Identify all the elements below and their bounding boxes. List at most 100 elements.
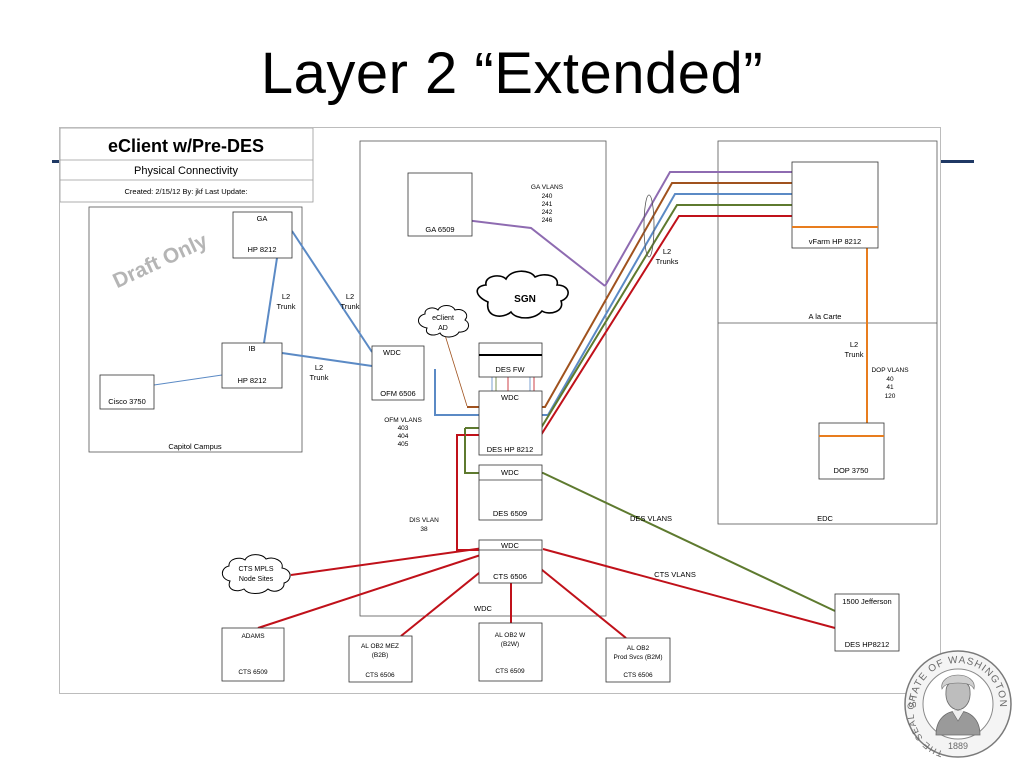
wdc-trunk-lower-label-2: Trunk <box>310 373 329 382</box>
title-block-subtitle: Physical Connectivity <box>134 165 238 177</box>
edc-trunk-label-2: Trunk <box>845 350 864 359</box>
link-ofm-deshp <box>434 369 479 416</box>
des-vlans-label: DES VLANS <box>630 514 672 523</box>
washington-state-seal: STATE OF WASHINGTON THE SEAL OF 1889 <box>904 650 1012 759</box>
ofm-vlans-title: OFM VLANS <box>384 417 422 424</box>
link-eclient-ad <box>444 334 468 407</box>
capitol-trunk-label: L2 <box>282 292 290 301</box>
svg-text:DES 6509: DES 6509 <box>493 509 527 518</box>
svg-text:eClient: eClient <box>432 315 454 322</box>
cisco-3750-switch: Cisco 3750 <box>99 374 155 410</box>
svg-text:AL OB2 W: AL OB2 W <box>495 632 526 639</box>
svg-text:HP 8212: HP 8212 <box>237 376 266 385</box>
edc-label: EDC <box>817 514 833 523</box>
svg-text:OFM 6506: OFM 6506 <box>380 389 415 398</box>
svg-text:CTS 6506: CTS 6506 <box>365 672 395 679</box>
svg-text:ADAMS: ADAMS <box>241 633 265 640</box>
wdc-trunk-upper-label-2: Trunk <box>341 302 360 311</box>
title-block-title: eClient w/Pre-DES <box>108 136 264 156</box>
link-cts-mpls <box>290 544 506 576</box>
wdc-trunk-upper-label: L2 <box>346 292 354 301</box>
link-cisco-ib <box>153 374 223 386</box>
title-block: eClient w/Pre-DES Physical Connectivity … <box>60 128 314 203</box>
svg-text:DES HP8212: DES HP8212 <box>845 640 890 649</box>
vfarm-hp8212-switch: vFarm HP 8212 <box>791 161 879 249</box>
svg-text:(B2B): (B2B) <box>372 652 389 659</box>
trunks-label: L2 <box>663 247 671 256</box>
draft-watermark: Draft Only <box>109 229 211 293</box>
network-diagram: eClient w/Pre-DES Physical Connectivity … <box>60 128 938 683</box>
link-cts-jefferson <box>542 548 836 629</box>
des-hp8212-switch: WDC DES HP 8212 <box>478 390 543 456</box>
ga-hp8212-switch: GA HP 8212 <box>232 211 293 259</box>
svg-text:AD: AD <box>438 325 448 332</box>
cts-mpls-cloud: CTS MPLS Node Sites <box>221 554 291 594</box>
edc-trunk-label: L2 <box>850 340 858 349</box>
wdc-box <box>359 140 607 617</box>
dop-vlans-41: 41 <box>886 384 894 391</box>
des-fw: DES FW <box>478 342 543 378</box>
link-ga-ofm <box>291 230 373 353</box>
alacarte-label: A la Carte <box>809 312 842 321</box>
adams-cts6509-site: ADAMS CTS 6509 <box>221 627 285 682</box>
cts-vlans-label: CTS VLANS <box>654 570 696 579</box>
svg-text:DOP 3750: DOP 3750 <box>834 466 869 475</box>
dis-vlan-38: 38 <box>420 526 428 533</box>
svg-text:(B2W): (B2W) <box>501 641 519 648</box>
ga-vlans-242: 242 <box>542 209 553 216</box>
ga-vlans-241: 241 <box>542 201 553 208</box>
svg-text:WDC: WDC <box>501 541 519 550</box>
svg-text:AL OB2 MEZ: AL OB2 MEZ <box>361 643 399 650</box>
svg-text:DES HP 8212: DES HP 8212 <box>487 445 534 454</box>
svg-text:GA: GA <box>257 214 268 223</box>
svg-text:CTS 6509: CTS 6509 <box>495 668 525 675</box>
capitol-campus-label: Capitol Campus <box>168 442 222 451</box>
dis-vlan-title: DIS VLAN <box>409 517 439 524</box>
capitol-campus-box <box>88 206 303 453</box>
svg-text:Cisco 3750: Cisco 3750 <box>108 397 146 406</box>
svg-text:GA 6509: GA 6509 <box>425 225 454 234</box>
wdc-trunk-lower-label: L2 <box>315 363 323 372</box>
link-red-dis-vlan <box>456 434 479 551</box>
seal-portrait-icon <box>935 674 981 736</box>
cts-6506-switch: WDC CTS 6506 <box>478 539 543 584</box>
link-ib-ofm <box>281 352 373 367</box>
svg-text:1500 Jefferson: 1500 Jefferson <box>842 597 891 606</box>
dop-vlans-120: 120 <box>885 393 896 400</box>
svg-text:HP 8212: HP 8212 <box>247 245 276 254</box>
svg-text:CTS 6509: CTS 6509 <box>238 669 268 676</box>
wdc-label: WDC <box>474 604 492 613</box>
ga-vlans-240: 240 <box>542 193 553 200</box>
ofm-vlans-404: 404 <box>398 433 409 440</box>
ga-vlans-246: 246 <box>542 217 553 224</box>
dop-vlans-title: DOP VLANS <box>871 367 909 374</box>
link-cts-adams <box>257 546 506 629</box>
title-block-meta: Created: 2/15/12 By: jkf Last Update: <box>125 187 248 196</box>
slide-title: Layer 2 “Extended” <box>260 41 764 106</box>
svg-text:Node Sites: Node Sites <box>239 576 274 583</box>
trunks-label-2: Trunks <box>656 257 679 266</box>
svg-text:WDC: WDC <box>501 393 519 402</box>
ofm-6506-switch: WDC OFM 6506 <box>371 345 425 401</box>
dop-3750-switch: DOP 3750 <box>818 422 885 480</box>
jefferson-hp8212-switch: 1500 Jefferson DES HP8212 <box>834 593 900 652</box>
ofm-vlans-403: 403 <box>398 425 409 432</box>
svg-text:IB: IB <box>248 344 255 353</box>
eclient-ad-cloud: eClient AD <box>418 305 470 338</box>
ga-vlans-title: GA VLANS <box>531 184 564 191</box>
al-ob2-prod-site: AL OB2 Prod Svcs (B2M) CTS 6506 <box>605 637 671 683</box>
svg-text:CTS 6506: CTS 6506 <box>623 672 653 679</box>
seal-year: 1889 <box>948 741 968 751</box>
ib-hp8212-switch: IB HP 8212 <box>221 342 283 389</box>
svg-text:CTS 6506: CTS 6506 <box>493 572 527 581</box>
svg-text:AL OB2: AL OB2 <box>627 645 650 652</box>
link-ga-ib <box>263 257 278 344</box>
trunk-bundle-ellipse <box>643 194 655 258</box>
al-ob2-mez-site: AL OB2 MEZ (B2B) CTS 6506 <box>348 635 413 683</box>
ofm-vlans-405: 405 <box>398 441 409 448</box>
svg-text:WDC: WDC <box>383 348 401 357</box>
svg-text:WDC: WDC <box>501 468 519 477</box>
svg-text:CTS MPLS: CTS MPLS <box>238 566 273 573</box>
capitol-trunk-label-2: Trunk <box>277 302 296 311</box>
svg-text:DES FW: DES FW <box>495 365 525 374</box>
